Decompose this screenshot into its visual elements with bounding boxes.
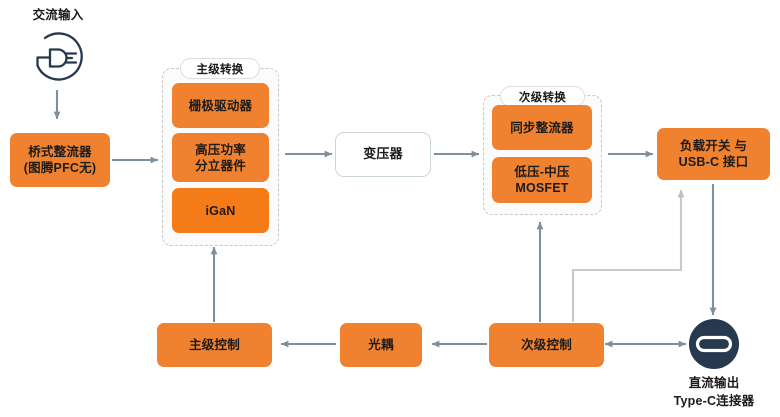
bridge-rectifier-node[interactable]: 桥式整流器 (图腾PFC无) [10,133,110,187]
secondary-conversion-group-label: 次级转换 [500,86,585,107]
primary-conversion-group-label: 主级转换 [180,58,260,79]
primary-control-node[interactable]: 主级控制 [157,323,272,367]
lv-mv-mosfet-node[interactable]: 低压-中压 MOSFET [492,157,592,203]
dc-output-label: 直流输出 Type-C连接器 [673,376,755,409]
secondary-control-node[interactable]: 次级控制 [489,323,604,367]
usb-c-connector-icon[interactable] [688,318,740,375]
gate-driver-node[interactable]: 栅极驱动器 [172,83,269,128]
ac-input-label: 交流输入 [32,8,84,22]
transformer-node[interactable]: 变压器 [335,132,431,177]
hv-power-discrete-node[interactable]: 高压功率 分立器件 [172,133,269,182]
igan-node[interactable]: iGaN [172,188,269,233]
load-switch-usbc-node[interactable]: 负载开关 与 USB-C 接口 [657,128,770,180]
ac-power-plug-icon [25,26,91,95]
optocoupler-node[interactable]: 光耦 [340,323,422,367]
sync-rectifier-node[interactable]: 同步整流器 [492,105,592,150]
